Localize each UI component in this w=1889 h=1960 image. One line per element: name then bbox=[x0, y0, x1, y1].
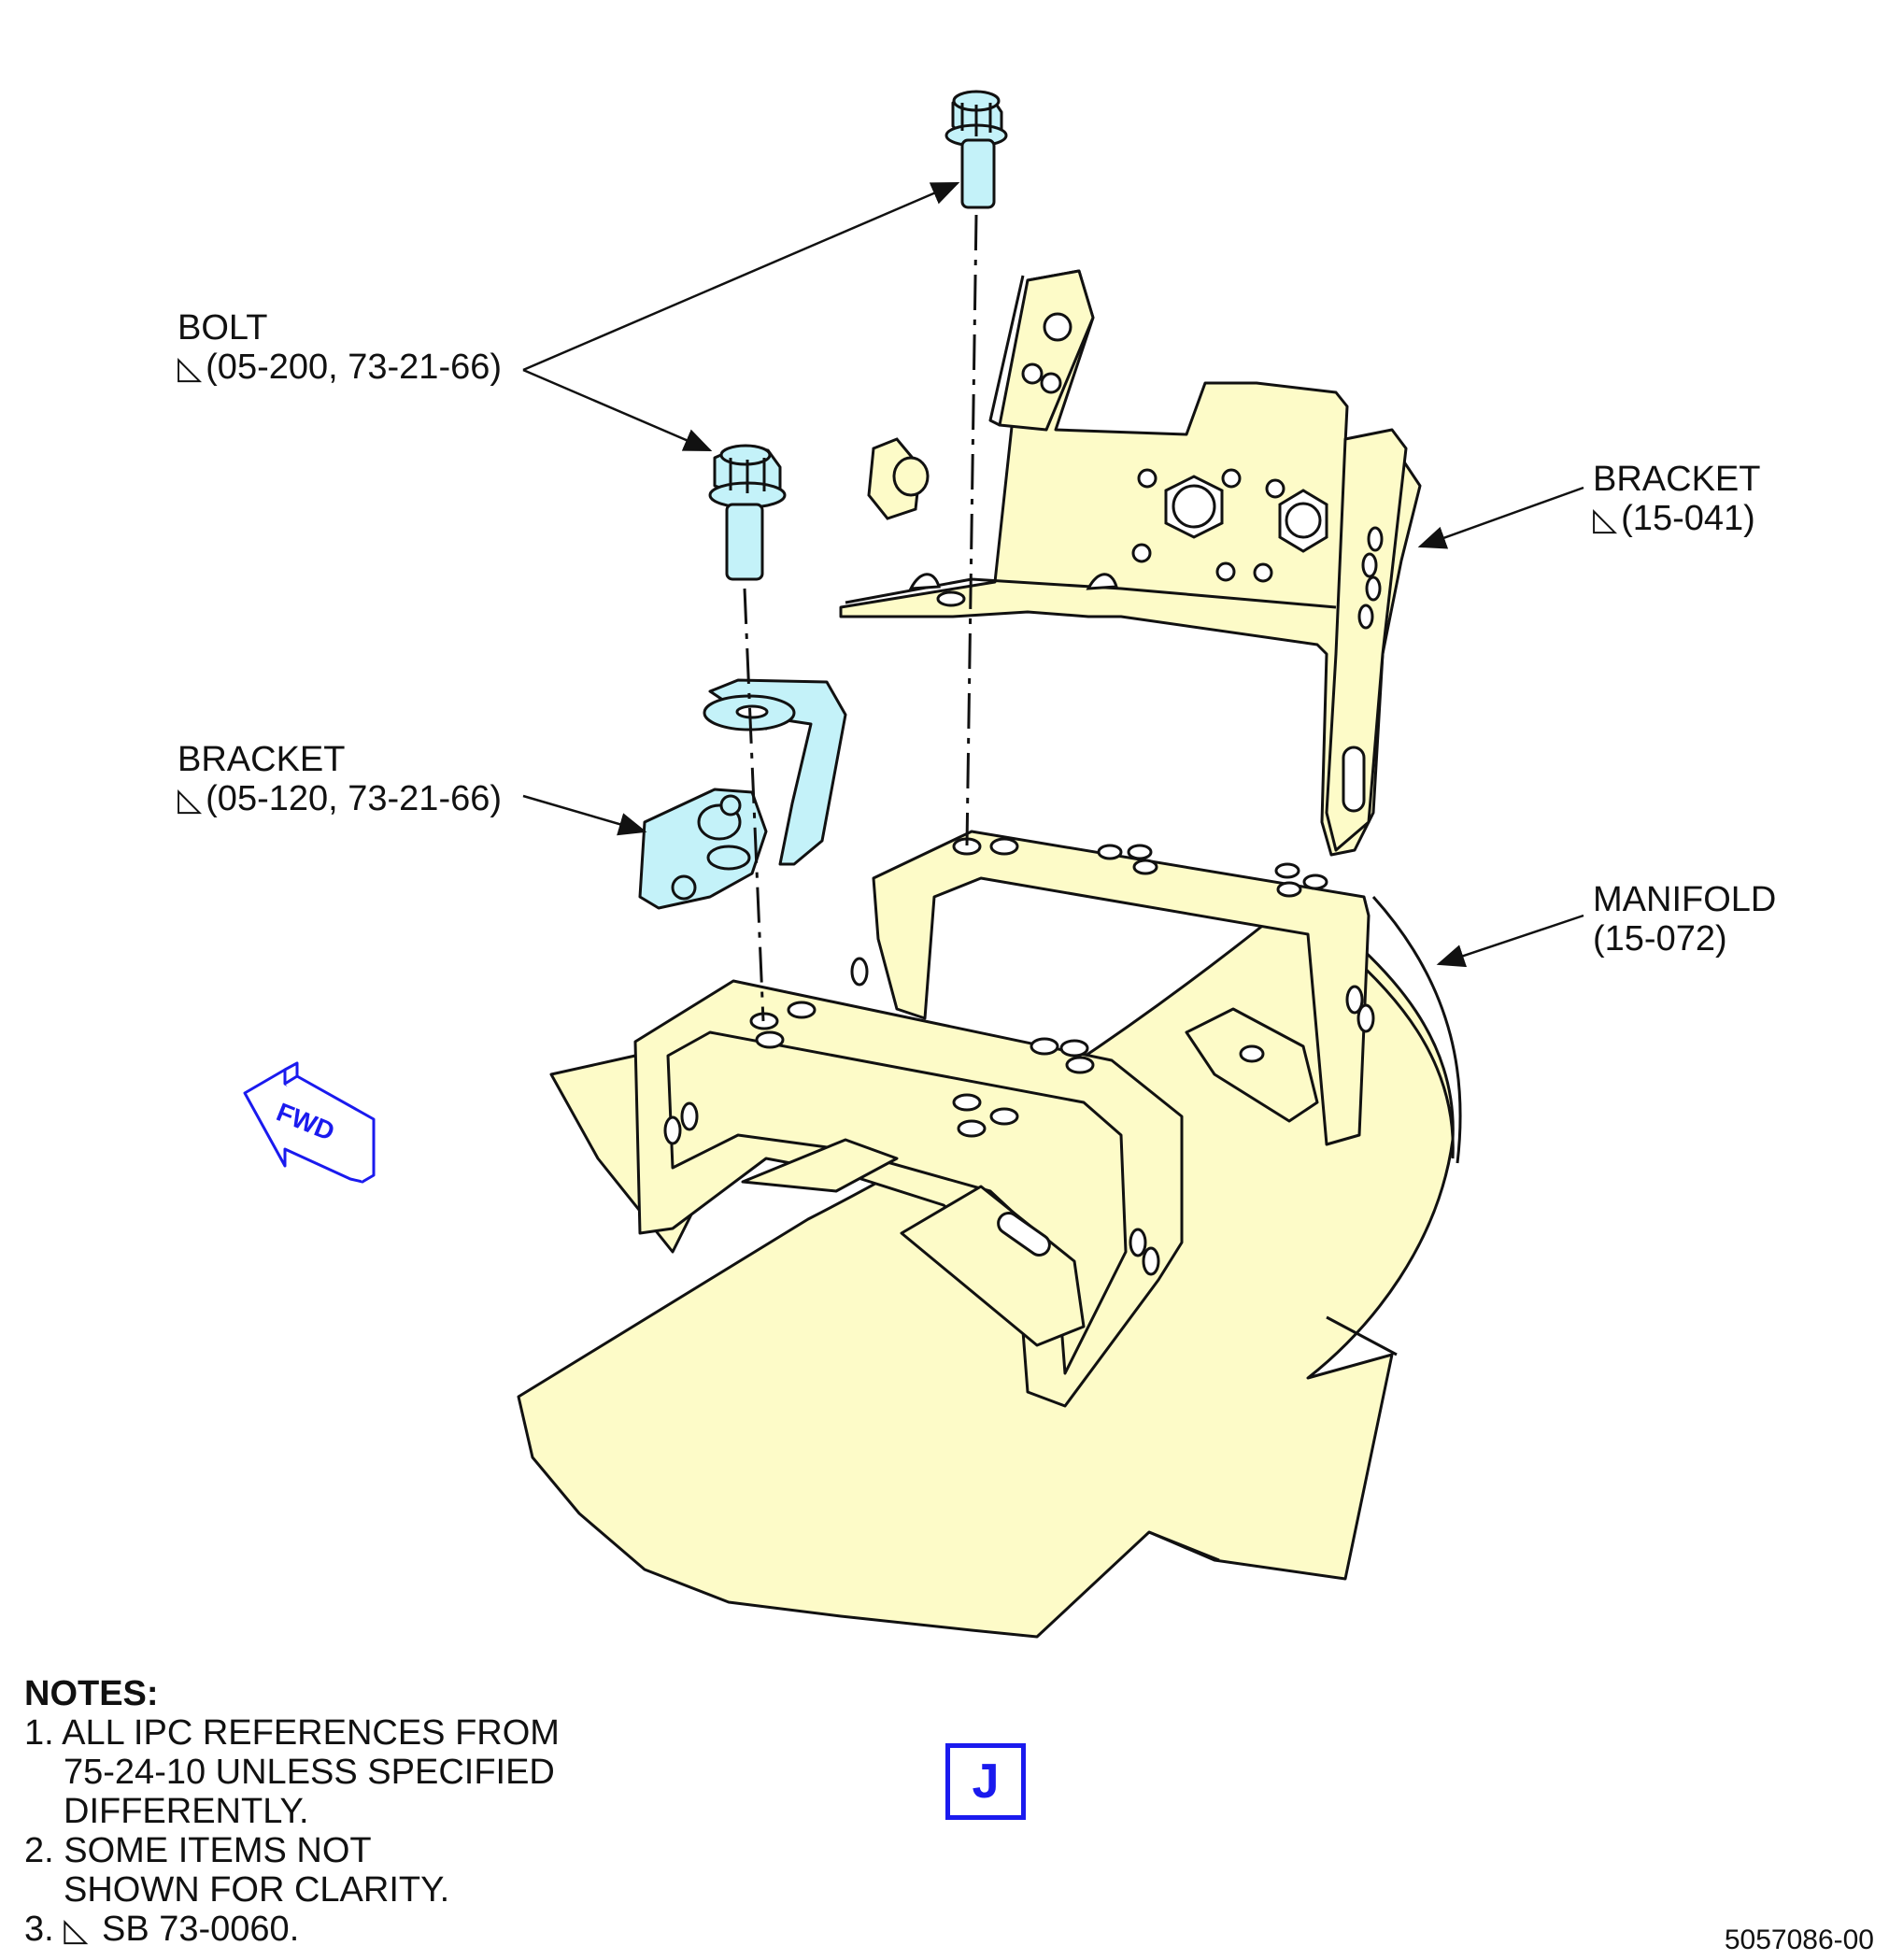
bracket-nut bbox=[867, 437, 930, 520]
assembly-centerlines bbox=[743, 214, 978, 1022]
bracket-large-holes bbox=[908, 312, 1384, 813]
manifold-callout: MANIFOLD (15-072) bbox=[1593, 880, 1776, 959]
bolt-lower bbox=[708, 444, 787, 581]
fwd-arrow-icon: FWD bbox=[243, 1061, 376, 1184]
notes-block: NOTES: 1. ALL IPC REFERENCES FROM 75-24-… bbox=[24, 1674, 560, 1950]
bolt-upper bbox=[944, 90, 1008, 209]
bolt-callout: BOLT ◺(05-200, 73-21-66) bbox=[178, 308, 502, 388]
bracket-small-name: BRACKET bbox=[178, 740, 346, 779]
bolt-ref: (05-200, 73-21-66) bbox=[206, 348, 503, 387]
figure-number: 5057086-00 bbox=[1724, 1924, 1874, 1955]
effectivity-delta-icon: ◺ bbox=[64, 1911, 89, 1949]
bracket-large-ref: (15-041) bbox=[1621, 499, 1755, 538]
effectivity-delta-icon: ◺ bbox=[178, 781, 203, 818]
bracket-large-callout: BRACKET ◺(15-041) bbox=[1593, 460, 1760, 539]
note-1-line-1: 1. ALL IPC REFERENCES FROM bbox=[24, 1713, 560, 1753]
note-3-number: 3. bbox=[24, 1910, 54, 1949]
bracket-small-callout: BRACKET ◺(05-120, 73-21-66) bbox=[178, 740, 502, 819]
note-2-line-1: 2. SOME ITEMS NOT bbox=[24, 1831, 372, 1870]
bracket-large bbox=[839, 269, 1422, 857]
manifold-name: MANIFOLD bbox=[1593, 880, 1777, 919]
note-2-line-2: SHOWN FOR CLARITY. bbox=[64, 1870, 450, 1910]
bolt-name: BOLT bbox=[178, 308, 268, 348]
bracket-small-ref: (05-120, 73-21-66) bbox=[206, 779, 503, 818]
effectivity-delta-icon: ◺ bbox=[1593, 501, 1618, 538]
bracket-large-name: BRACKET bbox=[1593, 460, 1761, 499]
effectivity-delta-icon: ◺ bbox=[178, 349, 203, 387]
manifold-ref: (15-072) bbox=[1593, 919, 1727, 959]
notes-title: NOTES: bbox=[24, 1674, 159, 1713]
note-3: 3. ◺ SB 73-0060. bbox=[24, 1910, 560, 1950]
note-3-text: SB 73-0060. bbox=[101, 1910, 300, 1949]
view-letter-box: J bbox=[945, 1743, 1026, 1820]
note-1-line-3: DIFFERENTLY. bbox=[64, 1792, 309, 1831]
bracket-small bbox=[638, 678, 847, 910]
note-1-line-2: 75-24-10 UNLESS SPECIFIED bbox=[64, 1753, 555, 1792]
leader-lines bbox=[522, 181, 1584, 968]
